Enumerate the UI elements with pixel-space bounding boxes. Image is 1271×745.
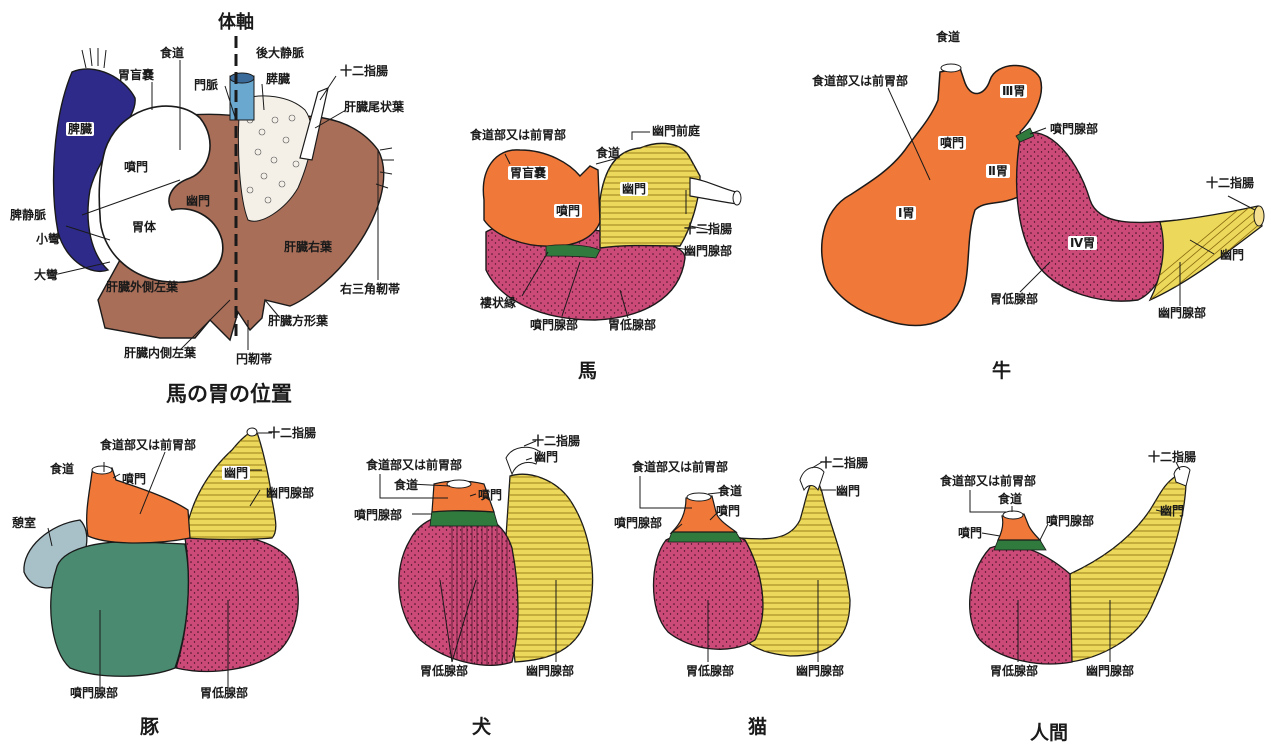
cow-label-duodenum: 十二指腸: [1206, 176, 1254, 190]
human-label-esophageal-part: 食道部又は前胃部: [940, 474, 1036, 488]
dog-cardiac-band: [430, 510, 498, 526]
horse-esophageal-region: [483, 150, 600, 246]
horse-caption: 馬: [578, 356, 597, 383]
horse-label-margo-plicatus: 褸状縁: [480, 296, 516, 310]
horse-label-pylorus: 幽門: [620, 182, 648, 196]
cow-label-reticulum: Ⅱ胃: [986, 164, 1010, 178]
cow-label-fundic-gland: 胃低腺部: [990, 292, 1038, 306]
cow-caption: 牛: [992, 356, 1011, 383]
cow-label-pyloric-gland: 幽門腺部: [1158, 306, 1206, 320]
pig-cardiac-region: [51, 542, 189, 677]
horse-label-fundic-gland: 胃低腺部: [608, 318, 656, 332]
human-caption: 人間: [1030, 718, 1068, 745]
dog-stomach-figure: [380, 441, 600, 670]
cow-stomach-figure: [822, 64, 1264, 325]
pig-label-cardia: 噴門: [122, 472, 146, 486]
label-duodenum: 十二指腸: [340, 64, 388, 78]
label-portal-vein: 門脈: [194, 78, 218, 92]
horse-label-blind-sac: 胃盲嚢: [508, 166, 548, 180]
cow-forestomach: [822, 65, 1042, 325]
label-cardia: 噴門: [124, 160, 148, 174]
pig-label-pylorus: 幽門: [222, 466, 250, 480]
cow-label-omasum: Ⅲ胃: [1000, 84, 1027, 98]
human-label-cardiac-gland: 噴門腺部: [1046, 514, 1094, 528]
dog-label-fundic-gland: 胃低腺部: [420, 664, 468, 678]
label-gastric-blind-sac: 胃盲嚢: [118, 68, 154, 82]
cat-label-pyloric-gland: 幽門腺部: [796, 664, 844, 678]
label-lesser-curvature: 小彎: [36, 232, 60, 246]
label-quadrate-lobe: 肝臓方形葉: [268, 314, 328, 328]
label-gastric-body: 胃体: [132, 220, 156, 234]
horse-label-cardiac-gland: 噴門腺部: [530, 318, 578, 332]
label-greater-curvature: 大彎: [34, 268, 58, 282]
pig-caption: 豚: [140, 712, 159, 739]
label-caudal-vena-cava: 後大静脈: [256, 46, 304, 60]
cat-label-duodenum: 十二指腸: [820, 456, 868, 470]
pig-label-fundic-gland: 胃低腺部: [200, 686, 248, 700]
cat-label-cardiac-gland: 噴門腺部: [614, 516, 662, 530]
horse-label-pyloric-gland: 幽門腺部: [684, 244, 732, 258]
cat-label-pylorus: 幽門: [836, 484, 860, 498]
label-pancreas: 膵臓: [266, 72, 290, 86]
human-label-esophagus: 食道: [998, 492, 1022, 506]
label-caudate-lobe: 肝臓尾状葉: [344, 100, 404, 114]
horse-label-duodenum: 十二指腸: [684, 222, 732, 236]
horse-position-caption: 馬の胃の位置: [166, 378, 292, 408]
cow-label-rumen: Ⅰ胃: [896, 206, 916, 220]
label-splenic-vein: 脾静脈: [10, 208, 46, 222]
dog-label-duodenum: 十二指腸: [532, 434, 580, 448]
label-round-lig: 円靭帯: [236, 352, 272, 366]
horse-label-cardia: 噴門: [554, 204, 582, 218]
dog-label-esophagus: 食道: [394, 478, 418, 492]
human-label-pyloric-gland: 幽門腺部: [1086, 664, 1134, 678]
cat-stomach-figure: [640, 462, 856, 662]
dog-label-cardia: 噴門: [478, 488, 502, 502]
horse-label-esophagus: 食道: [596, 146, 620, 160]
pig-label-diverticulum: 憩室: [12, 516, 36, 530]
human-label-fundic-gland: 胃低腺部: [990, 664, 1038, 678]
pig-label-cardiac-gland: 噴門腺部: [70, 686, 118, 700]
horse-position-figure: [54, 36, 394, 350]
label-right-lobe: 肝臓右葉: [284, 240, 332, 254]
human-label-duodenum: 十二指腸: [1148, 450, 1196, 464]
horse-label-esophageal-part: 食道部又は前胃部: [470, 128, 566, 142]
pig-label-duodenum: 十二指腸: [268, 426, 316, 440]
cat-cardiac-band: [668, 532, 742, 542]
dog-label-esophageal-part: 食道部又は前胃部: [366, 458, 462, 472]
human-cardiac-band: [994, 540, 1046, 550]
cat-label-esophageal-part: 食道部又は前胃部: [632, 460, 728, 474]
label-left-medial-lobe: 肝臓内側左葉: [124, 346, 196, 360]
cat-label-cardia: 噴門: [716, 504, 740, 518]
pig-label-pyloric-gland: 幽門腺部: [266, 486, 314, 500]
label-left-lateral-lobe: 肝臓外側左葉: [106, 280, 178, 294]
cow-label-cardia: 噴門: [938, 136, 966, 150]
human-label-pylorus: 幽門: [1160, 504, 1184, 518]
label-pylorus: 幽門: [186, 194, 210, 208]
label-spleen: 脾臓: [66, 122, 94, 136]
pig-label-esophageal-part: 食道部又は前胃部: [100, 438, 196, 452]
dog-caption: 犬: [472, 712, 491, 739]
dog-label-pylorus: 幽門: [534, 450, 558, 464]
horse-label-pyloric-antrum: 幽門前庭: [652, 124, 700, 138]
cow-label-cardiac-gland: 噴門腺部: [1050, 122, 1098, 136]
dog-label-cardiac-gland: 噴門腺部: [354, 508, 402, 522]
cow-label-esophageal-part: 食道部又は前胃部: [812, 74, 908, 88]
cow-label-esophagus: 食道: [936, 30, 960, 44]
pig-label-esophagus: 食道: [50, 462, 74, 476]
horse-position-title: 体軸: [218, 8, 254, 34]
cat-label-esophagus: 食道: [718, 484, 742, 498]
label-right-triangular-lig: 右三角靭帯: [340, 282, 400, 296]
label-esophagus: 食道: [160, 46, 184, 60]
cow-label-pylorus: 幽門: [1220, 248, 1244, 262]
cat-caption: 猫: [748, 712, 767, 739]
dog-label-pyloric-gland: 幽門腺部: [526, 664, 574, 678]
cow-label-abomasum: Ⅳ胃: [1068, 236, 1097, 250]
human-label-cardia: 噴門: [958, 526, 982, 540]
cat-label-fundic-gland: 胃低腺部: [686, 664, 734, 678]
